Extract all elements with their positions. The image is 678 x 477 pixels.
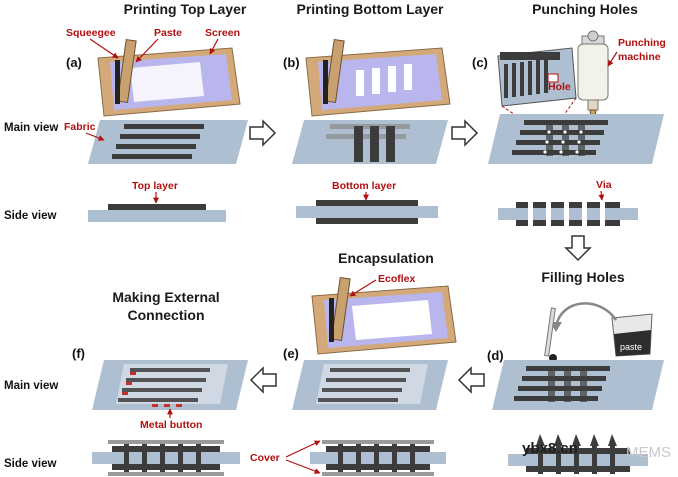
panel-label-e: (e) [283,346,299,361]
row-label-main-view-top: Main view [4,122,58,134]
punching-machine [577,30,609,133]
panel-label-a: (a) [66,55,82,70]
label-punching-machine-line2: machine [618,51,661,63]
side-view-d [508,434,648,474]
panel-label-d: (d) [487,348,504,363]
arrow-d-to-e [457,366,485,394]
label-squeegee: Squeegee [66,27,116,39]
syringe-d [544,307,557,362]
label-screen: Screen [205,27,240,39]
fabric-main-a [88,120,248,164]
panel-label-b: (b) [283,55,300,70]
label-ecoflex: Ecoflex [378,273,416,285]
arrow-a-to-b [249,119,277,147]
heading-printing-bottom-layer: Printing Bottom Layer [296,1,444,17]
screen-printer-b [305,39,451,117]
arrow-e-to-f [249,366,277,394]
side-top-layer-a [108,204,206,210]
traces-d [514,366,610,402]
pointer-ecoflex [349,279,377,297]
label-via: Via [596,179,612,191]
heading-printing-top-layer: Printing Top Layer [124,1,247,17]
label-bottom-layer: Bottom layer [332,180,396,192]
pattern-bar-b1 [356,70,364,96]
heading-external-line1: Making External [112,289,219,305]
metal-buttons-f [122,372,182,407]
heading-punching-holes: Punching Holes [532,1,638,17]
label-top-layer: Top layer [132,180,178,192]
pattern-bar-b2 [372,68,380,94]
pointer-screen [209,38,219,55]
screen-printer-a [97,39,241,117]
pointer-cover-top [285,440,321,458]
side-fabric-a [88,210,226,222]
screen-printer-e [311,277,457,355]
pointer-fabric [85,132,105,141]
side-view-c [498,200,638,228]
traces-f [118,368,210,402]
paste-strip-b [323,60,328,104]
pointer-cover-bottom [285,459,321,474]
row-label-side-view-bottom: Side view [4,458,56,470]
traces-e [318,368,410,402]
panel-label-c: (c) [472,55,488,70]
side-bottom-layer-b [316,218,418,224]
label-punching-machine-line1: Punching [618,37,666,49]
pattern-bar-b3 [388,66,396,92]
pattern-bar-b4 [404,64,412,90]
beaker-d [611,313,653,357]
holes-c [543,130,583,154]
row-label-side-view-top: Side view [4,210,56,222]
label-hole: Hole [548,81,571,93]
zoom-line-left [501,105,541,133]
heading-encapsulation: Encapsulation [338,250,434,266]
cover-film-f [116,364,228,404]
row-label-main-view-bottom: Main view [4,380,58,392]
zoom-inset-c [497,47,577,107]
watermark-tail: MEMS [626,444,671,461]
pointer-paste [135,38,159,63]
arrow-c-to-d [564,235,592,262]
pointer-punching-machine [607,51,618,67]
side-view-e [310,440,446,476]
label-beaker-paste: paste [620,342,642,352]
heading-external-line2: Connection [128,307,205,323]
side-top-layer-b [316,200,418,206]
panel-label-f: (f) [72,346,85,361]
watermark-site: ybx8.cn [522,440,578,457]
label-cover: Cover [250,452,280,464]
print-pattern-a [130,62,204,102]
traces-b [326,124,410,162]
side-view-f [92,440,240,476]
label-fabric: Fabric [64,121,96,133]
heading-filling-holes: Filling Holes [541,269,624,285]
pointer-squeegee [89,38,119,59]
side-fabric-b [296,206,438,218]
arrow-b-to-c [451,119,479,147]
traces-c [512,120,608,156]
squeegee-b [325,39,345,103]
paste-strip-a [115,60,120,104]
label-metal-button: Metal button [140,419,202,431]
label-paste: Paste [154,27,182,39]
squeegee-a [117,39,137,103]
top-traces-a [112,124,204,159]
pointer-via [598,190,605,201]
pour-curve [554,302,618,327]
cover-film-e [316,364,428,404]
